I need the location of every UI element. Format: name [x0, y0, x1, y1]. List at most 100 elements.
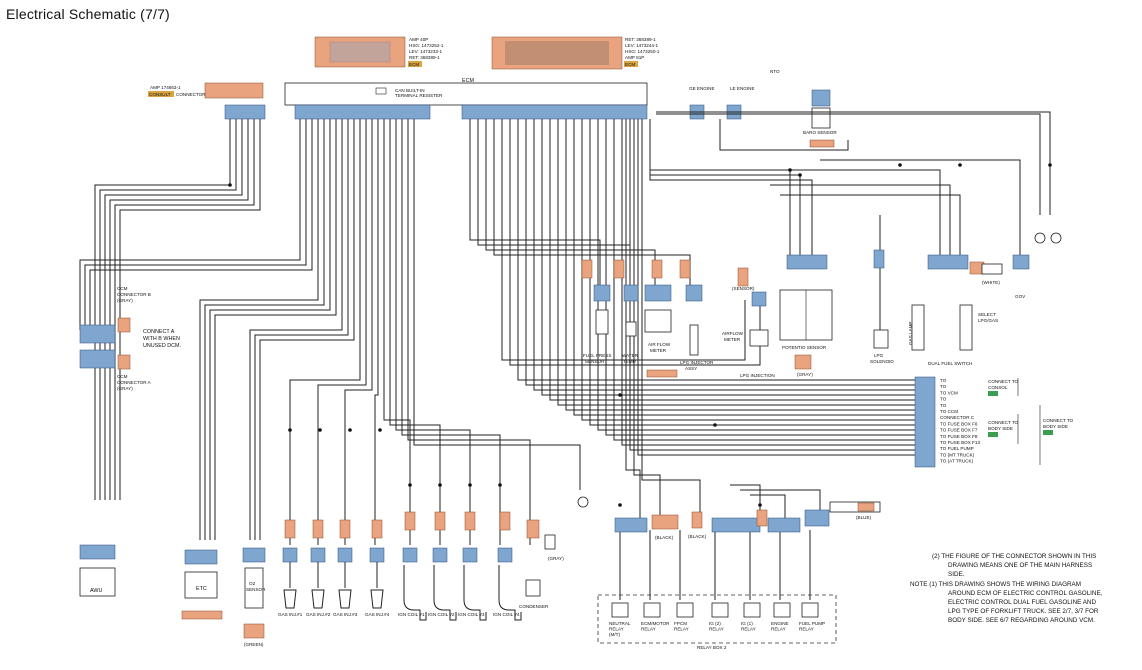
lpg-sol-l2: SOLENOID: [870, 359, 894, 364]
note-line-3: SIDE.: [948, 571, 965, 578]
relay-label: NEUTRAL: [609, 621, 631, 626]
amp-40p-line4: RET: 368389-1: [409, 55, 440, 60]
gas-inj-label: GAS INJ.#3: [333, 612, 358, 617]
fuel-press-l1: FUEL PRESS: [583, 353, 611, 358]
relay-body: [711, 602, 729, 618]
ret-line1: RET: 368389-1: [625, 37, 656, 42]
note-line-7: LPG TYPE OF FORKLIFT TRUCK. SEE 2/7, 3/7…: [948, 608, 1099, 615]
relay-label: (M/T): [609, 632, 620, 637]
grp1-l2: CONSOL: [988, 385, 1008, 390]
relay-label: RELAY: [674, 627, 689, 632]
lpg-inj-l2: ASSY: [685, 366, 697, 371]
relay-label: FPCM: [674, 621, 687, 626]
right-row-label: TO FUSE BOX F6: [940, 421, 978, 426]
ign-coil-label: IGN COIL #1: [398, 612, 425, 617]
amp-40p-line1: AMP 40P: [409, 37, 428, 42]
blue-label: (BLUE): [856, 515, 872, 520]
fuel-press-sensor: FUEL PRESS SENSOR: [581, 259, 611, 364]
sensor-gray-tag: (SENSOR): [732, 286, 755, 291]
connect-l2: WITH B WHEN: [143, 336, 180, 342]
consult-connector: AMP 174663-1 CONSULT CONNECTOR: [148, 82, 264, 99]
gas-inj-label: GAS INJ.#4: [365, 612, 390, 617]
relay-box-label: RELAY BOX 2: [697, 645, 727, 650]
select-l2: LPG/GAS: [978, 318, 998, 323]
lpg-sol-l1: LPG: [874, 353, 884, 358]
ecm-connector-81p: RET: 368389-1 LEV: 1473244-1 HSG: 147325…: [491, 36, 660, 70]
relay-label: RELAY: [771, 627, 786, 632]
relay-label: ECM/MOTOR: [641, 621, 670, 626]
amp-40p-line3: LEV: 1473233-1: [409, 49, 442, 54]
baro-label: BARO SENSOR: [803, 130, 837, 135]
lpg-solenoid: LPG SOLENOID: [870, 249, 894, 364]
relay-label: ENGINE: [771, 621, 789, 626]
note-line-4: NOTE (1) THIS DRAWING SHOWS THE WIRING D…: [910, 581, 1081, 588]
ign-coil-label: IGN COIL #3: [458, 612, 485, 617]
air-flow-meter: AIR FLOW METER: [644, 259, 672, 353]
right-row-label: TO FUEL PUMP: [940, 446, 974, 451]
right-row-label: TO (MT TRUCK): [940, 452, 975, 457]
ecm-connector-40p: AMP 40P HSG: 1473252-1 LEV: 1473233-1 RE…: [314, 36, 444, 68]
o2-l1: O2: [249, 581, 256, 586]
amp-174663: AMP 174663-1: [150, 85, 181, 90]
right-row-label: TO: [940, 403, 947, 408]
dual-fuel-switch: (WHITE) GAS LAMP SELECT LPG/GAS DUAL FUE…: [908, 254, 1003, 366]
grp2-l2: BODY SIDE: [988, 426, 1013, 431]
relays: NEUTRALRELAY(M/T)ECM/MOTORRELAYFPCMRELAY…: [609, 602, 825, 637]
nto-label: NTO: [770, 69, 780, 74]
airflow-meter2-l2: METER: [724, 337, 741, 342]
air-flow-l1: AIR FLOW: [648, 342, 671, 347]
ign-coil-label: IGN COIL #2: [428, 612, 455, 617]
water-temp-l2: TEMP.: [623, 359, 636, 364]
ret-line2: LEV: 1473244-1: [625, 43, 658, 48]
water-temp-l1: WATER: [622, 353, 639, 358]
potentio-label: POTENTIO SENSOR: [782, 345, 827, 350]
right-row-label: CONNECTOR C: [940, 415, 975, 420]
relay-label: RELAY: [799, 627, 814, 632]
ccm-a-l3: (GRAY): [117, 386, 133, 391]
consult-connector-text: CONNECTOR: [176, 92, 206, 97]
ret-line4: AMP 81P: [625, 55, 644, 60]
relay-body: [773, 602, 791, 618]
page-title: Electrical Schematic (7/7): [6, 6, 170, 22]
wire-harness: [79, 111, 1051, 600]
select-l1: SELECT: [978, 312, 996, 317]
lpg-injection: (SENSOR) AIRFLOW METER LPG INJECTION: [722, 267, 775, 378]
ccm-b-l3: (GRAY): [117, 298, 133, 303]
ge-engine-label: GE ENGINE: [689, 86, 715, 91]
note-line-1: (2) THE FIGURE OF THE CONNECTOR SHOWN IN…: [932, 553, 1096, 560]
connect-l1: CONNECT A: [143, 329, 175, 335]
relay-body: [643, 602, 661, 618]
ret-line3: HSG: 1473250-1: [625, 49, 660, 54]
le-engine-label: LE ENGINE: [730, 86, 755, 91]
baro-sensor: BARO SENSOR: [803, 89, 837, 148]
can-line1: CAN BUILT-IN: [395, 88, 425, 93]
o2-l2: SENSOR: [246, 587, 266, 592]
right-row-label: TO: [940, 378, 947, 383]
relay-label: RELAY: [709, 627, 724, 632]
lpg-injection-label: LPG INJECTION: [740, 373, 775, 378]
grp3-l1: CONNECT TO: [1043, 418, 1074, 423]
lpg-injector-assy: LPG INJECTOR ASSY: [679, 259, 714, 371]
injector-connector-tag: [646, 369, 678, 378]
gray-condenser: (GRAY): [548, 556, 564, 561]
gas-inj-label: GAS INJ.#2: [306, 612, 331, 617]
note-line-5: AROUND ECM OF ELECTRIC CONTROL GASOLINE,: [948, 590, 1103, 597]
relay-body: [743, 602, 761, 618]
grp2-l1: CONNECT TO: [988, 420, 1019, 425]
right-row-label: TO FUSE BOX F13: [940, 440, 980, 445]
notes-block: (2) THE FIGURE OF THE CONNECTOR SHOWN IN…: [910, 553, 1103, 624]
airflow-meter2-l1: AIRFLOW: [722, 331, 744, 336]
right-row-label: TO FUSE BOX F8: [940, 434, 978, 439]
relay-body: [801, 602, 819, 618]
water-temp-sensor: WATER TEMP.: [613, 259, 639, 364]
gov-lamp: GOV: [1012, 232, 1062, 299]
right-row-label: TO (AT TRUCK): [940, 459, 974, 464]
dual-fuel-label: DUAL FUEL SWITCH: [928, 361, 972, 366]
air-flow-l2: METER: [650, 348, 667, 353]
relay-label: RELAY: [641, 627, 656, 632]
right-row-label: TO: [940, 384, 947, 389]
ccm-a-l1: CCM: [117, 374, 128, 379]
awu-label: AWU: [90, 588, 102, 594]
ecm-box: ECM CAN BUILT-IN TERMINAL RESISTER: [284, 78, 648, 106]
